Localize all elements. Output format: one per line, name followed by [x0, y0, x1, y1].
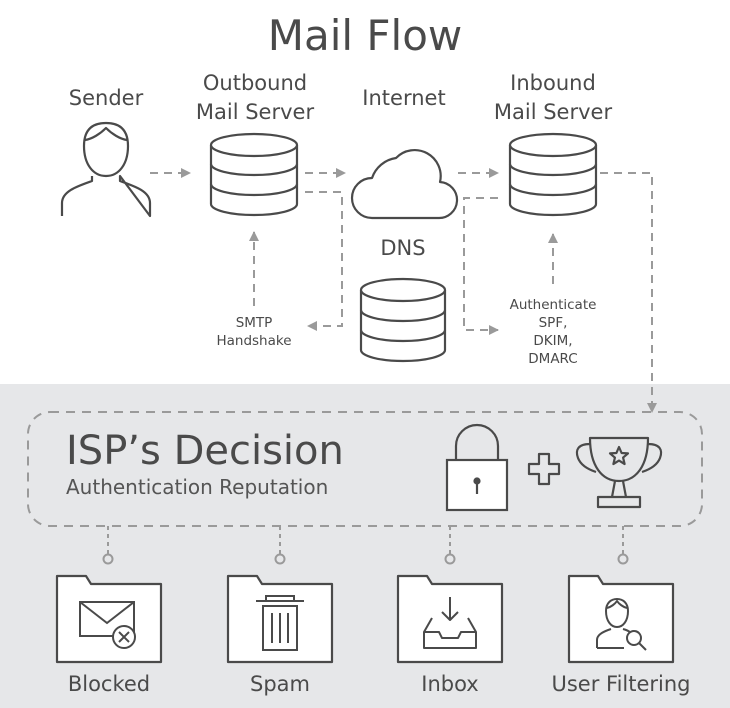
auth-label-line3: DKIM, — [533, 333, 573, 349]
trophy-icon — [575, 436, 663, 509]
smtp-label-line2: Handshake — [216, 333, 292, 349]
isp-decision-subtitle: Authentication Reputation — [66, 475, 329, 499]
inbox-tray-icon — [423, 597, 477, 649]
trash-icon — [256, 595, 304, 651]
lock-icon — [445, 423, 509, 512]
auth-label-line2: SPF, — [538, 315, 568, 331]
isp-decision-title: ISP’s Decision — [66, 428, 344, 474]
outbound-server-icon — [209, 132, 299, 217]
inbound-server-label-line2: Mail Server — [493, 100, 613, 124]
outbound-server-label-line2: Mail Server — [195, 100, 315, 124]
auth-label-line1: Authenticate — [509, 297, 597, 313]
inbound-server-label-line1: Inbound — [510, 71, 596, 95]
internet-label: Internet — [362, 86, 446, 110]
dns-label: DNS — [380, 236, 426, 260]
arrow-inbound-to-auth — [463, 197, 499, 335]
plus-icon — [527, 452, 561, 486]
internet-cloud-icon — [350, 148, 459, 220]
smtp-label-line1: SMTP — [235, 315, 273, 331]
dns-server-icon — [359, 277, 447, 363]
auth-label-line4: DMARC — [528, 351, 578, 367]
flow-connectors — [150, 168, 657, 413]
outbound-server-label-line1: Outbound — [202, 71, 308, 95]
page-title: Mail Flow — [267, 11, 463, 60]
outcome-connectors — [102, 526, 629, 565]
folder-user-filtering-icon — [567, 574, 675, 664]
sender-icon — [60, 121, 152, 218]
outcome-label-user-filtering: User Filtering — [551, 672, 691, 696]
user-search-icon — [596, 598, 647, 651]
inbound-server-icon — [508, 132, 598, 217]
outcome-label-spam: Spam — [250, 672, 310, 696]
sender-label: Sender — [68, 86, 144, 110]
mail-x-icon — [79, 601, 136, 649]
outcome-label-inbox: Inbox — [421, 672, 479, 696]
outcome-label-blocked: Blocked — [67, 672, 151, 696]
arrow-inbound-to-decision — [600, 172, 657, 413]
arrow-outbound-to-smtp — [305, 191, 343, 331]
